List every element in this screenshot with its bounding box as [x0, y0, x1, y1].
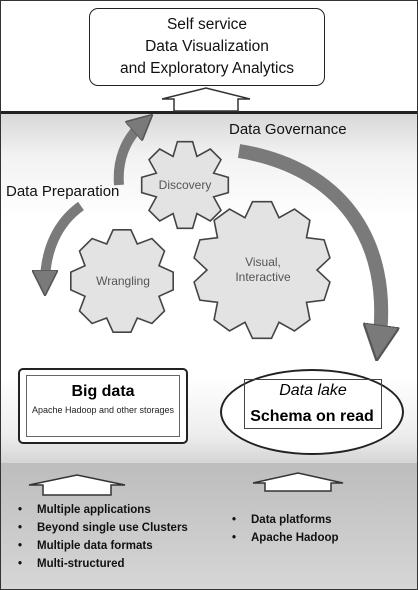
arrow-preparation-down [45, 201, 85, 283]
big-data-title: Big data [71, 383, 135, 400]
list-item: Multi-structured [15, 555, 188, 573]
big-data-box: Big data Apache Hadoop and other storage… [18, 368, 188, 444]
list-item: Multiple applications [15, 501, 188, 519]
arrow-preparation-up [113, 123, 143, 186]
arrow-governance [237, 144, 381, 343]
wrangling-label: Wrangling [96, 274, 150, 288]
list-item: Multiple data formats [15, 537, 188, 555]
data-lake-ellipse: Data lake Schema on read [220, 369, 404, 455]
list-item: Apache Hadoop [229, 529, 339, 547]
top-box-line-1: Self service [166, 16, 248, 33]
visual-interactive-label: Visual, Interactive [223, 255, 303, 285]
gear-discovery [140, 140, 230, 230]
up-arrow-bottom-right [252, 472, 344, 492]
data-lake-subtitle: Schema on read [250, 408, 374, 425]
gear-wrangling [70, 229, 174, 333]
bottom-left-list: Multiple applications Beyond single use … [15, 501, 188, 573]
up-arrow-top [161, 87, 251, 112]
bottom-right-list: Data platforms Apache Hadoop [229, 511, 339, 547]
data-preparation-label: Data Preparation [6, 183, 120, 200]
big-data-inner: Big data Apache Hadoop and other storage… [26, 375, 180, 437]
list-item: Beyond single use Clusters [15, 519, 188, 537]
self-service-box: Self service Data Visualization and Expl… [89, 8, 325, 86]
visual-label-line-1: Visual, [245, 255, 281, 269]
discovery-label: Discovery [158, 178, 212, 192]
top-box-line-2: Data Visualization [145, 38, 269, 55]
data-governance-label: Data Governance [229, 121, 347, 138]
big-data-subtitle: Apache Hadoop and other storages [31, 405, 175, 415]
gear-visual [193, 200, 331, 340]
data-lake-title: Data lake [279, 382, 347, 399]
up-arrow-bottom-left [28, 474, 126, 496]
top-box-line-3: and Exploratory Analytics [119, 60, 295, 77]
data-lake-inner-box: Data lake [244, 379, 382, 429]
list-item: Data platforms [229, 511, 339, 529]
visual-label-line-2: Interactive [235, 270, 291, 284]
